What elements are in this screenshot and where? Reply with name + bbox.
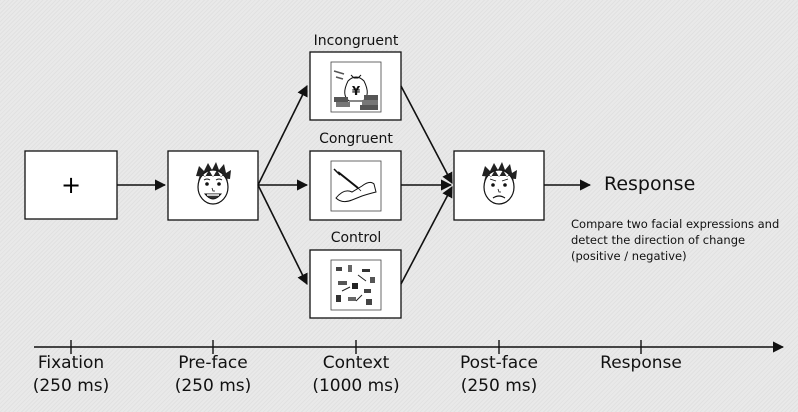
stage-name: Context (322, 353, 390, 373)
stage-duration: (250 ms) (460, 376, 538, 396)
task-description: Compare two facial expressions and detec… (571, 216, 779, 264)
stage-name: Fixation (37, 353, 105, 373)
sad-face-icon (482, 162, 517, 205)
stage-duration: (250 ms) (174, 376, 252, 396)
control-label: Control (330, 230, 382, 246)
stage-context: Context (1000 ms) (312, 352, 399, 398)
stage-response: Response (600, 352, 682, 375)
stage-name: Post-face (460, 353, 538, 373)
arrow-control-to-postface (400, 186, 453, 285)
stage-duration: (250 ms) (32, 376, 110, 396)
money-bag-icon: ¥ (330, 61, 382, 113)
stage-name: Pre-face (178, 353, 248, 373)
stage-name: Response (600, 353, 682, 373)
scrambled-image-icon (330, 259, 382, 311)
stage-pre-face: Pre-face (250 ms) (175, 352, 252, 398)
incongruent-label: Incongruent (313, 33, 399, 49)
stage-duration: (1000 ms) (312, 376, 400, 396)
stage-fixation: Fixation (250 ms) (33, 352, 110, 398)
fixation-box (24, 150, 118, 220)
congruent-label: Congruent (319, 131, 393, 147)
arrow-preface-to-control (257, 184, 308, 286)
task-description-line: detect the direction of change (571, 233, 746, 247)
task-description-line: Compare two facial expressions and (571, 217, 780, 231)
arrow-preface-to-incongruent (257, 84, 308, 186)
stage-post-face: Post-face (250 ms) (460, 352, 538, 398)
svg-text:¥: ¥ (352, 84, 361, 98)
task-description-line: (positive / negative) (571, 249, 687, 263)
fixation-cross: + (61, 171, 81, 199)
arrow-incongruent-to-postface (400, 85, 453, 184)
response-label: Response (604, 173, 696, 195)
happy-face-icon (196, 162, 231, 205)
injection-arm-icon (330, 160, 382, 212)
